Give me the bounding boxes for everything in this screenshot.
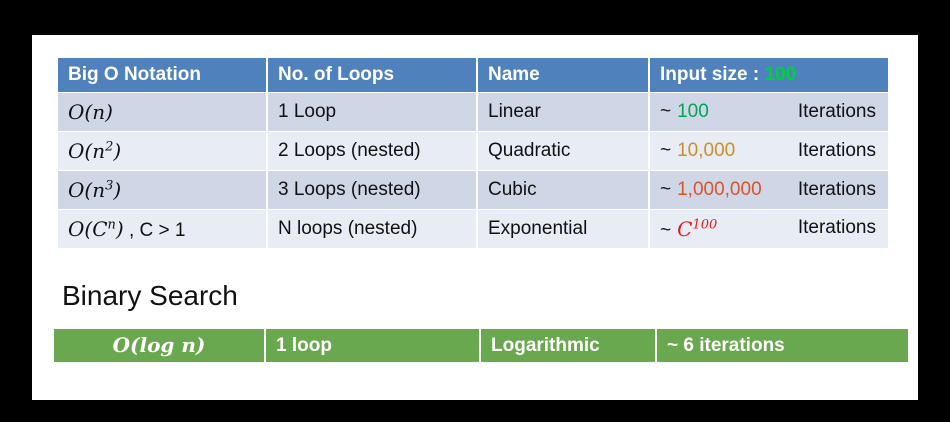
- binary-iterations-cell: ~ 6 iterations: [655, 329, 908, 362]
- header-input-size: Input size : 100: [648, 58, 888, 92]
- name-cell: Quadratic: [476, 131, 648, 170]
- name-cell: Exponential: [476, 209, 648, 248]
- name-cell: Cubic: [476, 170, 648, 209]
- header-big-o: Big O Notation: [58, 58, 266, 92]
- binary-search-row: O(log n) 1 loop Logarithmic ~ 6 iteratio…: [54, 329, 908, 362]
- input-size-value: 100: [764, 64, 797, 85]
- notation-cell: O(n3): [58, 170, 266, 209]
- binary-loops-cell: 1 loop: [264, 329, 479, 362]
- iteration-value: 1,000,000: [677, 179, 762, 200]
- notation-cell: O(n): [58, 92, 266, 131]
- iteration-value: C100: [677, 216, 718, 241]
- iteration-value: 100: [677, 101, 709, 122]
- binary-notation-cell: O(log n): [54, 329, 264, 362]
- loops-cell: N loops (nested): [266, 209, 476, 248]
- binary-name-cell: Logarithmic: [479, 329, 655, 362]
- table-row: O(log n) 1 loop Logarithmic ~ 6 iteratio…: [54, 329, 908, 362]
- notation-cell: O(Cn) , C > 1: [58, 209, 266, 248]
- loops-cell: 3 Loops (nested): [266, 170, 476, 209]
- section-title: Binary Search: [62, 280, 238, 311]
- table-row: O(n2) 2 Loops (nested) Quadratic ~10,000…: [58, 131, 888, 170]
- header-name: Name: [476, 58, 648, 92]
- complexity-table: Big O Notation No. of Loops Name Input s…: [58, 58, 888, 248]
- table-row: O(Cn) , C > 1 N loops (nested) Exponenti…: [58, 209, 888, 248]
- header-loops: No. of Loops: [266, 58, 476, 92]
- input-size-label: Input size :: [660, 64, 765, 85]
- table-header-row: Big O Notation No. of Loops Name Input s…: [58, 58, 888, 92]
- loops-cell: 2 Loops (nested): [266, 131, 476, 170]
- name-cell: Linear: [476, 92, 648, 131]
- loops-cell: 1 Loop: [266, 92, 476, 131]
- notation-cell: O(n2): [58, 131, 266, 170]
- iteration-value: 10,000: [677, 140, 736, 161]
